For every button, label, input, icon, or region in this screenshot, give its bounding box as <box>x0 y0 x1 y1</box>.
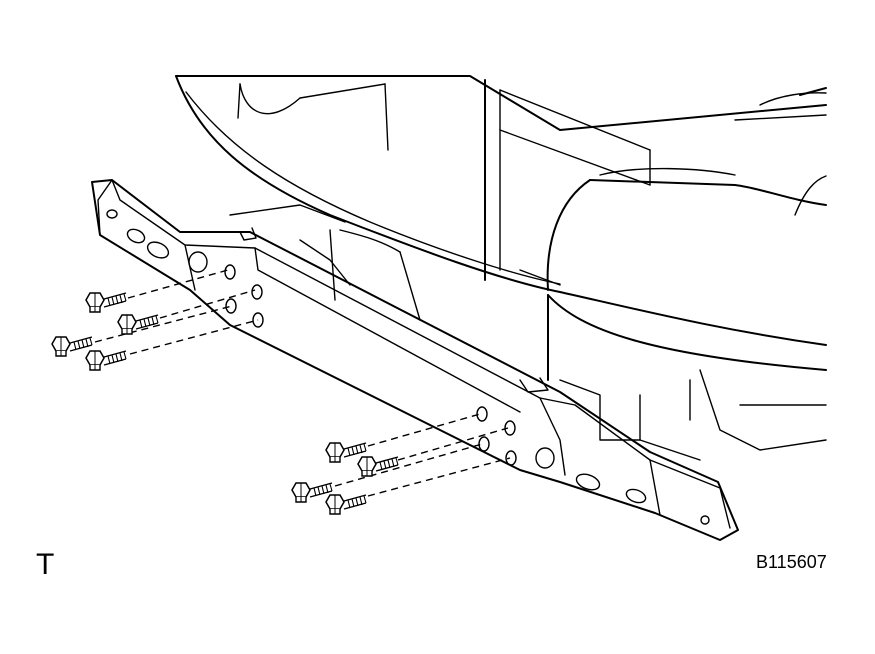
bolt-icon <box>291 482 333 503</box>
vehicle-body-structure <box>175 75 827 461</box>
installation-guide-lines <box>94 269 511 497</box>
bolt-icon <box>85 350 127 371</box>
bumper-reinforcement <box>91 179 739 541</box>
bolt-icon <box>325 494 367 515</box>
bolt-icon <box>51 336 93 357</box>
bolt-icon <box>117 314 159 335</box>
bolt-set <box>51 292 399 515</box>
bolt-icon <box>357 456 399 477</box>
bolt-icon <box>85 292 127 313</box>
view-mark-label: T <box>36 548 55 581</box>
figure-id-label: B115607 <box>756 552 827 572</box>
